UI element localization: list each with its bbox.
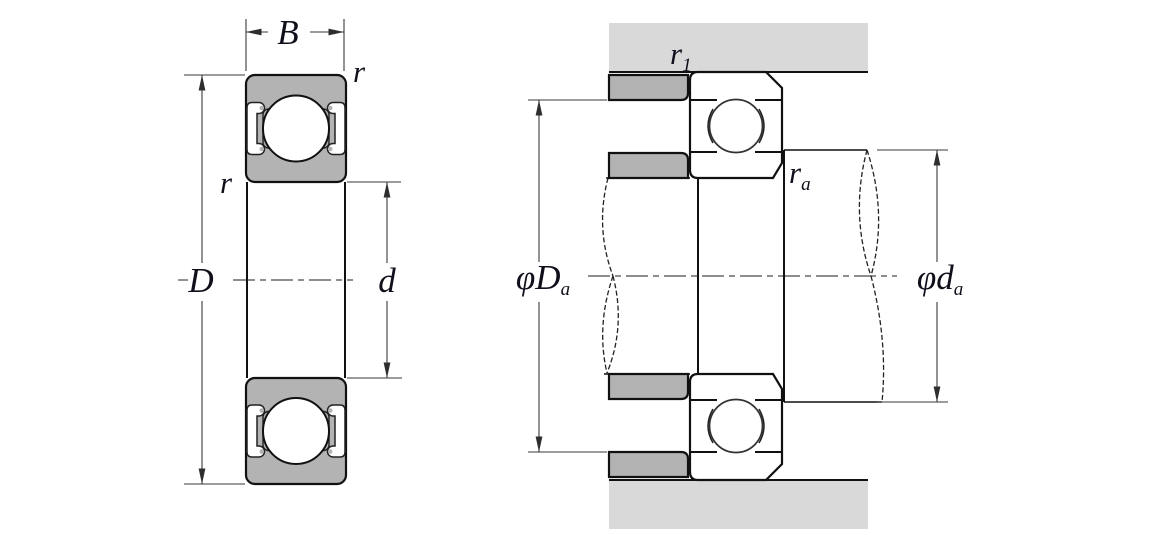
dimension-D: D <box>184 74 245 485</box>
shaft-sleeve-bottom <box>607 372 690 401</box>
shaft-break-right <box>858 149 885 403</box>
ball <box>262 397 330 465</box>
cage-arc-right <box>758 408 765 444</box>
right-view-mounting-section: φDa φda r1 ra <box>516 23 963 529</box>
extension-line <box>245 19 345 71</box>
shaft-break-left <box>601 177 619 374</box>
label-B: B <box>277 13 298 52</box>
dimension-B: B <box>245 13 345 71</box>
label-r-inner-chamfer: r <box>220 165 233 200</box>
extension-line <box>184 74 245 485</box>
shaft-sleeve-top <box>607 151 690 180</box>
label-D: D <box>187 261 213 300</box>
label-r1-housing-fillet: r1 <box>670 36 692 76</box>
cage-arc-right <box>758 108 765 144</box>
extension-line <box>347 181 402 379</box>
housing-bottom-block <box>609 480 868 529</box>
dimension-da: φda <box>877 149 963 403</box>
cage-arc-left <box>707 408 714 444</box>
lower-bearing-section <box>688 372 784 482</box>
extension-line <box>528 99 607 453</box>
arrowhead-top <box>933 150 941 166</box>
upper-ring-section <box>244 73 348 184</box>
arrowhead-bottom <box>198 468 206 484</box>
label-phi-da: φda <box>917 258 963 300</box>
housing-shoulder-bottom <box>607 450 690 479</box>
arrowhead-bottom <box>383 362 391 378</box>
arrowhead-bottom <box>933 386 941 402</box>
housing-shoulder-top <box>607 73 690 102</box>
label-ra-shaft-fillet: ra <box>789 155 811 195</box>
dimension-d: d <box>347 181 402 379</box>
lower-ring-section <box>244 376 348 486</box>
extension-line <box>877 149 948 403</box>
arrowhead-right <box>328 28 344 36</box>
abutment-rings <box>607 73 690 479</box>
ball <box>708 98 764 154</box>
arrowhead-left <box>246 28 262 36</box>
housing-top-block <box>609 23 868 72</box>
arrowhead-top <box>383 182 391 198</box>
label-r-outer-chamfer: r <box>353 54 366 89</box>
cage-arc-left <box>707 108 714 144</box>
ball <box>708 398 764 454</box>
arrowhead-top <box>535 100 543 116</box>
arrowhead-bottom <box>535 436 543 452</box>
dimension-Da: φDa <box>516 99 607 453</box>
ball <box>262 94 330 163</box>
label-d: d <box>378 261 396 300</box>
left-view-bearing-section: B D d <box>178 13 402 486</box>
arrowhead-top <box>198 75 206 91</box>
upper-bearing-section <box>688 70 784 180</box>
label-phi-Da: φDa <box>516 258 570 300</box>
